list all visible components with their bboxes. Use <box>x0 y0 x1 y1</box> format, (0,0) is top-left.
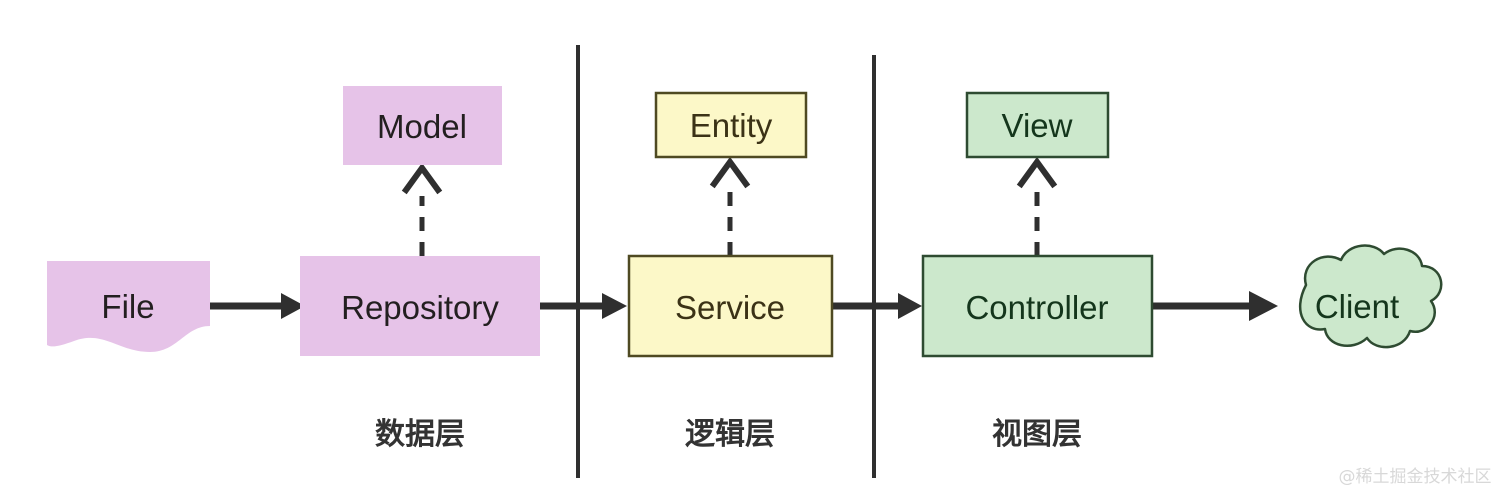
flow-connectors <box>210 291 1278 321</box>
connector-controller-to-view <box>1016 156 1058 256</box>
service-label: Service <box>675 289 785 326</box>
layer-label-data: 数据层 <box>375 417 465 452</box>
controller-label: Controller <box>965 289 1108 326</box>
repository-label: Repository <box>341 289 499 326</box>
layer-label-logic: 逻辑层 <box>685 417 775 452</box>
file-document-shape <box>47 261 210 352</box>
node-entity[interactable]: Entity <box>654 91 808 159</box>
node-view[interactable]: View <box>965 91 1110 159</box>
dependency-connectors <box>401 156 1058 256</box>
node-file[interactable]: File <box>47 261 210 352</box>
model-box <box>343 86 502 165</box>
client-cloud-shape <box>1299 244 1443 349</box>
connector-repository-to-service <box>540 293 627 319</box>
view-box <box>965 91 1110 159</box>
node-model[interactable]: Model <box>343 86 502 165</box>
node-repository[interactable]: Repository <box>300 256 540 356</box>
file-label: File <box>101 288 154 325</box>
repository-box <box>300 256 540 356</box>
model-label: Model <box>377 108 467 145</box>
connector-controller-to-client <box>1152 291 1278 321</box>
connector-service-to-entity <box>709 156 751 256</box>
layer-labels: 数据层 逻辑层 视图层 <box>375 417 1082 452</box>
controller-box <box>921 254 1154 358</box>
view-label: View <box>1002 107 1073 144</box>
connector-repository-to-model <box>401 162 443 256</box>
node-service[interactable]: Service <box>627 254 834 358</box>
layer-dividers <box>576 45 876 478</box>
layer-label-view: 视图层 <box>992 417 1082 452</box>
connector-service-to-controller <box>832 293 922 319</box>
node-client[interactable]: Client <box>1299 244 1443 349</box>
watermark: @稀土掘金技术社区 <box>1339 467 1492 487</box>
entity-box <box>654 91 808 159</box>
connector-file-to-repository <box>210 293 305 319</box>
client-label: Client <box>1315 288 1399 325</box>
entity-label: Entity <box>690 107 773 144</box>
service-box <box>627 254 834 358</box>
node-controller[interactable]: Controller <box>921 254 1154 358</box>
